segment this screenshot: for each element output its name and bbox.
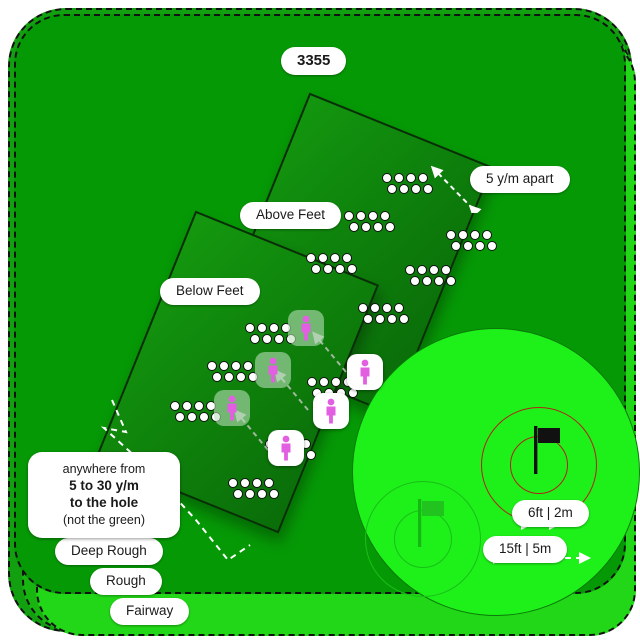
inner-distance-label: 6ft | 2m bbox=[512, 500, 589, 527]
putting-green bbox=[352, 328, 640, 616]
person-marker[interactable] bbox=[214, 390, 250, 426]
band-label-deep-rough: Deep Rough bbox=[55, 538, 163, 565]
person-marker[interactable] bbox=[268, 430, 304, 466]
callout-line-3: to the hole bbox=[69, 495, 139, 511]
person-icon bbox=[268, 357, 278, 383]
distance-callout: anywhere from 5 to 30 y/m to the hole (n… bbox=[28, 452, 180, 538]
diagram-title-pill: 3355 bbox=[281, 47, 347, 75]
person-icon bbox=[227, 395, 237, 421]
flag-icon bbox=[534, 426, 560, 474]
person-icon bbox=[281, 435, 291, 461]
ring-outer-faded bbox=[365, 481, 481, 597]
ball-cluster bbox=[382, 170, 435, 194]
ball-cluster bbox=[306, 250, 359, 274]
band-label-fairway: Fairway bbox=[110, 598, 190, 625]
tee-panel-label-below-feet: Below Feet bbox=[160, 278, 260, 305]
person-marker[interactable] bbox=[288, 310, 324, 346]
ball-cluster bbox=[344, 208, 397, 232]
callout-line-4: (not the green) bbox=[63, 512, 145, 527]
tee-panel-label-above-feet: Above Feet bbox=[240, 202, 342, 229]
ball-cluster bbox=[245, 320, 298, 344]
flag-icon bbox=[418, 499, 444, 547]
outer-distance-label: 15ft | 5m bbox=[483, 536, 568, 563]
callout-line-2: 5 to 30 y/m bbox=[69, 478, 139, 493]
ball-cluster bbox=[228, 475, 281, 499]
spacing-label: 5 y/m apart bbox=[470, 166, 570, 193]
ball-cluster bbox=[358, 300, 411, 324]
ball-cluster bbox=[207, 358, 260, 382]
spacing-arrow bbox=[430, 165, 482, 213]
person-icon bbox=[326, 398, 336, 424]
ball-cluster bbox=[405, 262, 458, 286]
person-icon bbox=[360, 359, 370, 385]
person-marker[interactable] bbox=[347, 354, 383, 390]
person-marker[interactable] bbox=[313, 393, 349, 429]
band-label-rough: Rough bbox=[90, 568, 162, 595]
person-marker[interactable] bbox=[255, 352, 291, 388]
callout-line-1: anywhere from bbox=[62, 462, 146, 476]
person-icon bbox=[301, 315, 311, 341]
ball-cluster bbox=[446, 227, 499, 251]
